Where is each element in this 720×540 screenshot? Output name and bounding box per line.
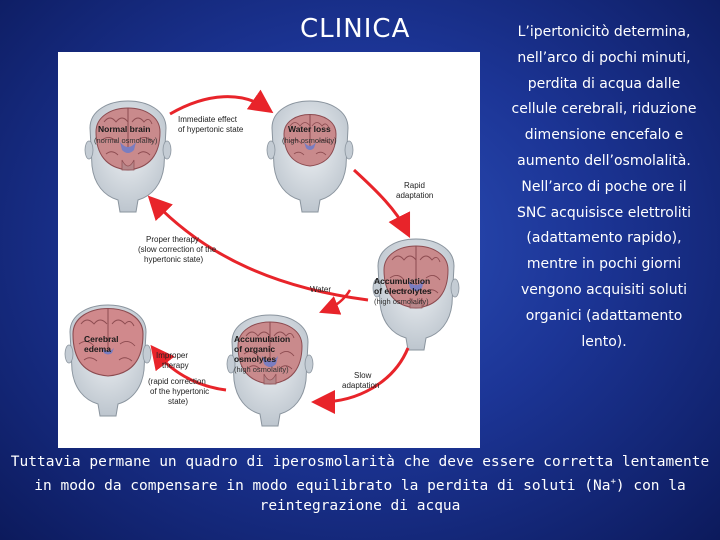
explanation-line: SNC acquisisce elettroliti [498, 201, 710, 227]
proper-label-1: Proper therapy [146, 235, 199, 244]
slow-label-1: Slow [354, 371, 372, 380]
rapid-label-1: Rapid [404, 181, 425, 190]
water-label: Water [310, 285, 331, 294]
conclusion-text: Tuttavia permane un quadro di iperosmola… [0, 452, 720, 516]
improper-label-2: therapy [162, 361, 189, 370]
osmolytes-title-1: Accumulation [234, 334, 290, 344]
explanation-line: (adattamento rapido), [498, 226, 710, 252]
conclusion-line-1: Tuttavia permane un quadro di iperosmola… [0, 452, 720, 472]
electrolytes-title-2: of electrolytes [374, 286, 432, 296]
improper-label-4: of the hypertonic [150, 387, 209, 396]
normal-brain-head [85, 101, 171, 212]
explanation-line: mentre in pochi giorni [498, 252, 710, 278]
water-loss-title: Water loss [288, 124, 331, 134]
improper-label-3: (rapid correction [148, 377, 206, 386]
conclusion-line-2: in modo da compensare in modo equilibrat… [0, 472, 720, 496]
explanation-line: perdita di acqua dalle [498, 72, 710, 98]
proper-label-2: (slow correction of the [138, 245, 217, 254]
normal-brain-title: Normal brain [98, 124, 150, 134]
osmolytes-title-3: osmolytes [234, 354, 276, 364]
edema-head [65, 305, 151, 416]
explanation-line: cellule cerebrali, riduzione [498, 97, 710, 123]
water-loss-sub: (high osmolality) [282, 136, 337, 145]
conclusion-line-2-after: ) con la [616, 478, 686, 494]
explanation-line: nell’arco di pochi minuti, [498, 46, 710, 72]
edema-title-2: edema [84, 344, 111, 354]
immediate-label-2: of hypertonic state [178, 125, 244, 134]
osmolytes-sub: (high osmolality) [234, 365, 289, 374]
conclusion-line-3: reintegrazione di acqua [0, 496, 720, 516]
explanation-line: aumento dell’osmolalità. [498, 149, 710, 175]
conclusion-line-2-before: in modo da compensare in modo equilibrat… [34, 478, 610, 494]
slide-title: CLINICA [300, 14, 410, 44]
immediate-label-1: Immediate effect [178, 115, 238, 124]
electrolytes-title-1: Accumulation [374, 276, 430, 286]
explanation-line: dimensione encefalo e [498, 123, 710, 149]
arrow-rapid [354, 170, 406, 230]
explanation-line: organici (adattamento [498, 304, 710, 330]
diagram-canvas: Normal brain (normal osmolality) Water l… [58, 52, 480, 448]
arrow-immediate [170, 97, 266, 114]
explanation-text: L’ipertonicitò determina, nell’arco di p… [498, 20, 710, 355]
brain-adaptation-diagram: Normal brain (normal osmolality) Water l… [58, 52, 480, 448]
normal-brain-sub: (normal osmolality) [94, 136, 158, 145]
proper-label-3: hypertonic state) [144, 255, 203, 264]
water-loss-head [267, 101, 353, 212]
edema-title-1: Cerebral [84, 334, 119, 344]
explanation-line: L’ipertonicitò determina, [498, 20, 710, 46]
osmolytes-title-2: of organic [234, 344, 275, 354]
explanation-line: vengono acquisiti soluti [498, 278, 710, 304]
explanation-line: Nell’arco di poche ore il [498, 175, 710, 201]
slow-label-2: adaptation [342, 381, 379, 390]
explanation-line: lento). [498, 330, 710, 356]
improper-label-1: Improper [156, 351, 188, 360]
rapid-label-2: adaptation [396, 191, 433, 200]
improper-label-5: state) [168, 397, 188, 406]
electrolytes-sub: (high osmolality) [374, 297, 429, 306]
